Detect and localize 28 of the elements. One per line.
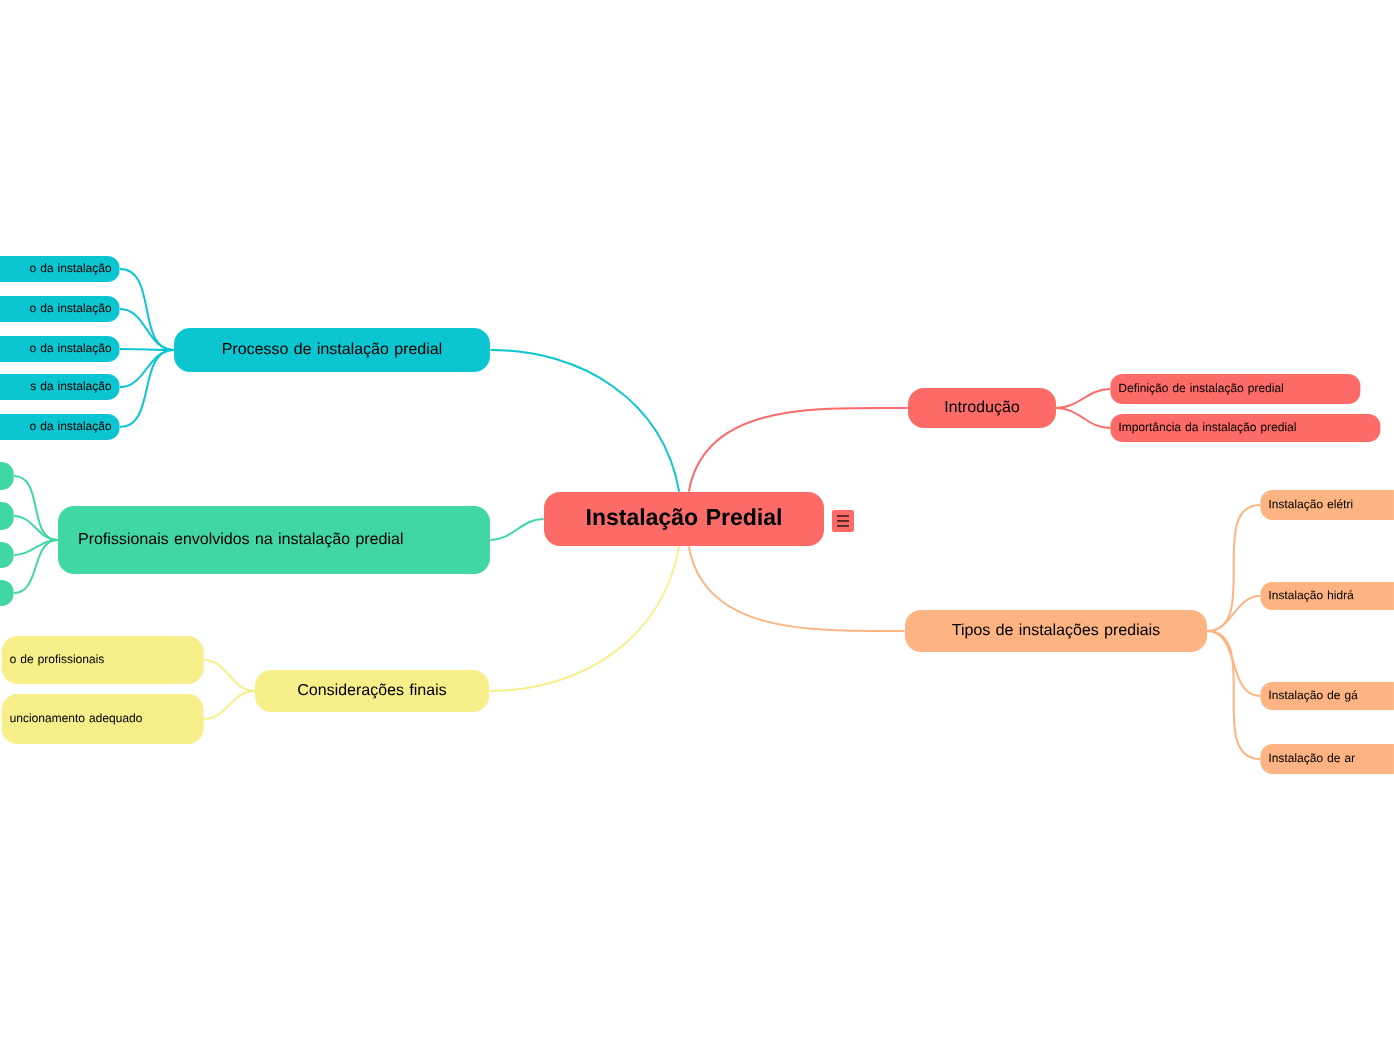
subtopic-box: [0, 462, 14, 490]
connector: [203, 690, 256, 720]
connector: [13, 539, 59, 556]
connector: [687, 545, 906, 632]
connector: [13, 515, 59, 541]
connector: [489, 349, 681, 493]
connector: [119, 308, 175, 351]
connector: [119, 268, 175, 351]
connector: [203, 658, 256, 692]
topic-box: Introdução: [908, 388, 1056, 428]
connector: [13, 539, 59, 594]
connector: [1055, 388, 1111, 409]
connector: [687, 406, 909, 493]
connector: [1206, 630, 1261, 760]
topic-box: Profissionais envolvidos na instalação predial: [58, 506, 490, 574]
subtopic-box: [0, 502, 14, 530]
topic-box: Tipos de instalações prediais: [905, 610, 1207, 652]
connector: [119, 348, 175, 351]
topic-box: Considerações finais: [255, 670, 489, 712]
connector: [1206, 595, 1261, 632]
connector: [488, 545, 681, 692]
topic-box: Processo de instalação predial: [174, 328, 490, 372]
subtopic-box: [0, 542, 14, 568]
subtopic-box: [0, 580, 14, 606]
connector: [1055, 407, 1111, 429]
central-topic-box: Instalação Predial: [544, 492, 824, 546]
connector: [489, 518, 545, 541]
connector: [119, 349, 175, 428]
